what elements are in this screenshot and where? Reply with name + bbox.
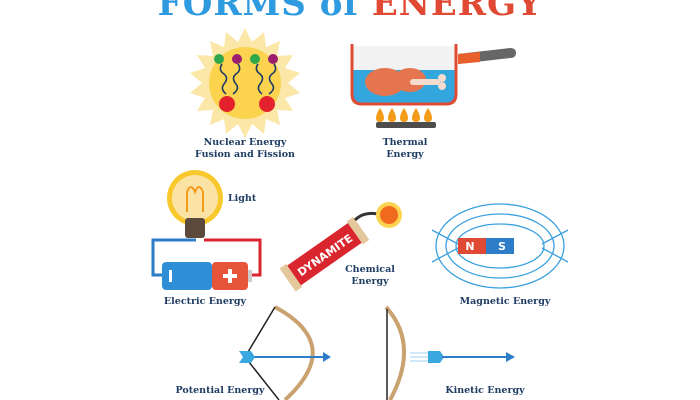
- thermal-energy-label: Thermal Energy: [365, 137, 445, 161]
- chemical-label-line2: Energy: [351, 276, 389, 287]
- thermal-label-line1: Thermal: [382, 137, 428, 148]
- south-pole-label: S: [498, 240, 506, 253]
- chemical-label-line1: Chemical: [345, 264, 395, 275]
- electric-energy-label: Electric Energy: [163, 296, 247, 307]
- title-forms-of: FORMS of: [157, 0, 372, 24]
- magnetic-energy-label: Magnetic Energy: [459, 296, 551, 307]
- sun-with-atoms-icon: [190, 28, 300, 138]
- dynamite-icon: DYNAMITE: [279, 202, 402, 292]
- nuclear-label-line1: Nuclear Energy: [203, 137, 287, 148]
- released-arrow-icon: [384, 305, 515, 400]
- chemical-energy-label: Chemical Energy: [340, 264, 400, 288]
- pan-on-stove-icon: [350, 44, 516, 128]
- thermal-label-line2: Energy: [386, 149, 424, 160]
- magnet-field-icon: N S: [431, 203, 569, 289]
- light-label: Light: [228, 193, 257, 204]
- potential-energy-label: Potential Energy: [175, 385, 265, 396]
- kinetic-energy-label: Kinetic Energy: [445, 385, 525, 396]
- light-bulb-icon: [167, 170, 223, 238]
- title-energy: ENERGY: [371, 0, 543, 24]
- nuclear-label-line2: Fusion and Fission: [195, 149, 295, 160]
- page-title: FORMS of ENERGY: [0, 0, 700, 24]
- nuclear-energy-label: Nuclear Energy Fusion and Fission: [190, 137, 300, 161]
- battery-circuit-icon: [151, 238, 262, 290]
- drawn-bow-icon: [239, 305, 331, 400]
- north-pole-label: N: [465, 240, 474, 253]
